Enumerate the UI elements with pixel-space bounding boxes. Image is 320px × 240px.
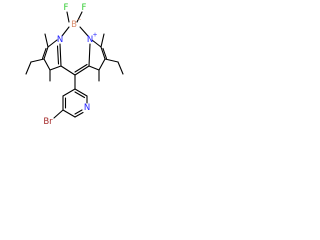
bromine-label: Br <box>43 117 53 127</box>
bond-lines <box>25 11 124 119</box>
fluorine-label-left: F <box>64 3 69 13</box>
atom-labels: F F B − N N + N Br <box>43 3 97 127</box>
bodipy-structure-diagram: F F B − N N + N Br <box>25 3 124 127</box>
boron-label: B <box>71 20 77 30</box>
pyridine-nitrogen-label: N <box>84 103 90 113</box>
nitrogen-label-right: N <box>87 35 93 45</box>
boron-charge-label: − <box>76 17 81 24</box>
nitrogen-label-left: N <box>57 35 63 45</box>
nitrogen-charge-label: + <box>92 32 97 39</box>
fluorine-label-right: F <box>82 3 87 13</box>
